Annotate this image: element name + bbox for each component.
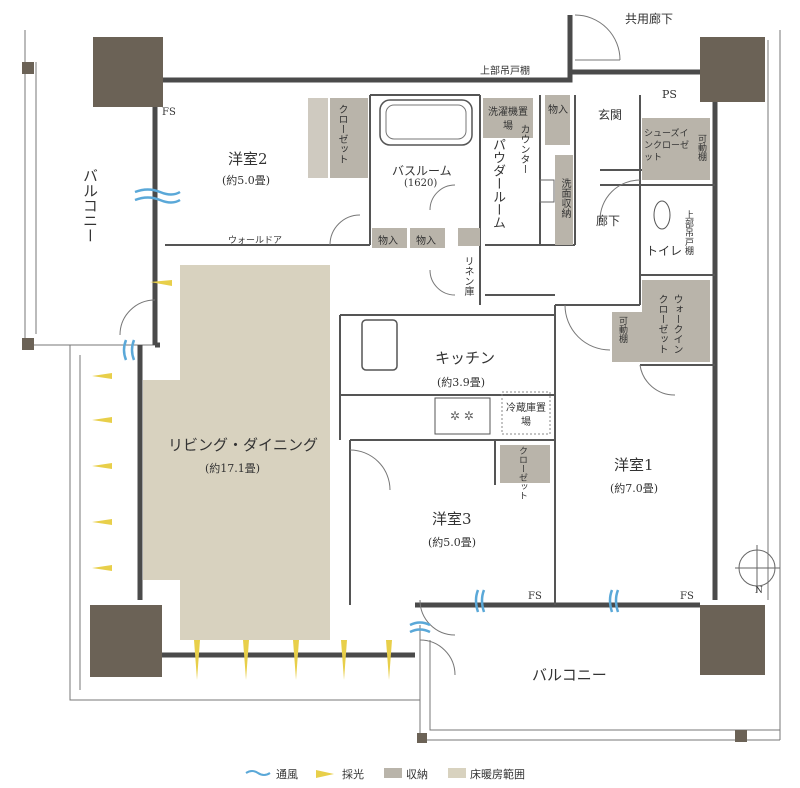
bathtub	[379, 99, 473, 146]
fs-label-bottom2: FS	[680, 591, 694, 602]
balcony-bottom-label: バルコニー	[532, 666, 607, 684]
room-western3-size: (約5.0畳)	[428, 536, 477, 549]
wash-storage-label: 洗面収納	[559, 178, 570, 218]
room-western1-size: (約7.0畳)	[610, 482, 659, 495]
upper-cabinet-toilet-label: 上部吊戸棚	[683, 210, 693, 255]
legend-ventilation-label: 通風	[276, 768, 298, 781]
room-western3-name: 洋室3	[432, 510, 472, 528]
columns	[22, 37, 765, 743]
toilet-label: トイレ	[646, 244, 683, 258]
floor-heating-swatch-icon	[448, 768, 466, 778]
linen-storage	[458, 228, 480, 246]
sunlight-markers	[92, 280, 392, 680]
upper-cabinet-top-label: 上部吊戸棚	[480, 66, 530, 77]
column-bottom-right	[700, 605, 765, 675]
washer-label: 洗濯機置場	[488, 107, 528, 132]
fridge-label: 冷蔵庫置場	[506, 403, 546, 428]
fs-label-bottom1: FS	[528, 591, 542, 602]
storage-swatch-icon	[384, 768, 402, 778]
walkin-closet	[642, 280, 710, 362]
balcony-left-label: バルコニー	[81, 168, 99, 243]
legend: 通風 採光 収納 床暖房範囲	[276, 766, 525, 782]
washbasin	[539, 179, 555, 203]
room-living-name: リビング・ダイニング	[168, 436, 319, 454]
storage-bath-2-label: 物入	[416, 236, 436, 247]
closet-western1	[500, 445, 550, 483]
movable-shelf-wic-label: 可動棚	[617, 316, 627, 343]
column-bottom-left	[90, 605, 162, 677]
ventilation-icon	[245, 770, 271, 776]
legend-floor-heating-label: 床暖房範囲	[470, 768, 525, 781]
room-western1-name: 洋室1	[614, 456, 654, 474]
room-bathroom-name: バスルーム	[392, 164, 452, 178]
column-top-left	[93, 37, 163, 107]
sunlight-icon	[316, 770, 334, 778]
room-living-size: (約17.1畳)	[205, 462, 261, 475]
movable-shelf-label: 可動棚	[696, 134, 706, 161]
storage-bath-1	[372, 228, 407, 248]
closet-western2-label: クローゼット	[336, 104, 347, 164]
legend-graphics	[245, 768, 466, 778]
room-western2-size: (約5.0畳)	[222, 174, 271, 187]
entrance-label: 玄関	[598, 108, 623, 122]
toilet-icon	[653, 200, 671, 230]
storage-bath-2	[410, 228, 445, 248]
room-powder-name: パウダールーム	[490, 138, 505, 229]
kitchen-sink	[361, 319, 398, 371]
legend-sunlight-label: 採光	[342, 768, 364, 781]
room-western2-name: 洋室2	[228, 150, 268, 168]
ps-label: PS	[662, 88, 677, 101]
compass-n-label: N	[755, 586, 763, 596]
shoes-closet	[642, 118, 710, 180]
room-kitchen-size: (約3.9畳)	[437, 376, 486, 389]
walkin-closet-label: ウォークインクローゼット	[656, 294, 682, 354]
svg-text:✲ ✲: ✲ ✲	[450, 409, 474, 423]
shoes-closet-label: シューズインクローゼット	[644, 129, 690, 163]
ventilation-markers	[122, 188, 620, 634]
legend-storage-label: 収納	[406, 768, 428, 781]
closet-western2	[330, 98, 368, 178]
common-corridor-label: 共用廊下	[625, 12, 674, 26]
walk-door-label: ウォールドア	[228, 236, 283, 246]
compass	[735, 545, 780, 592]
fridge-space	[501, 391, 551, 435]
kitchen-stove	[434, 397, 491, 435]
storage-entrance-label: 物入	[548, 105, 568, 116]
washer-area	[483, 98, 533, 138]
storage-bath-1-label: 物入	[378, 236, 398, 247]
door-swings	[119, 14, 676, 676]
main-walls	[137, 15, 718, 658]
storage-areas	[308, 95, 710, 483]
fs-label-top: FS	[162, 107, 176, 118]
wash-storage	[555, 155, 573, 245]
storage-entrance	[545, 95, 570, 145]
room-kitchen-name: キッチン	[435, 349, 496, 367]
linen-label: リネン庫	[462, 256, 473, 296]
column-top-right	[700, 37, 765, 102]
counter-label: カウンター	[518, 124, 529, 174]
floor-heating-area	[143, 265, 330, 640]
closet-western1-label: クローゼット	[517, 446, 527, 500]
room-bathroom-size: (1620)	[404, 178, 438, 189]
hall-label: 廊下	[596, 214, 621, 228]
